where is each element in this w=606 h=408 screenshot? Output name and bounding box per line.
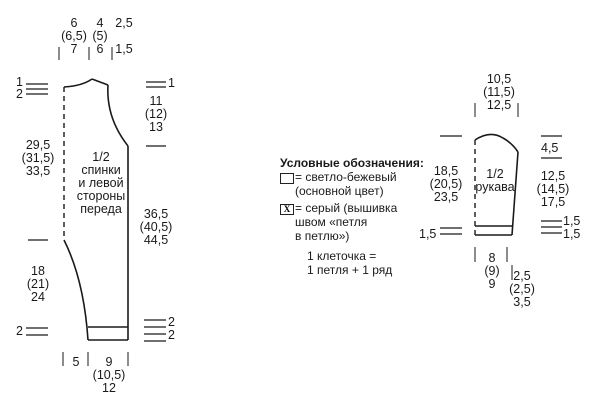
back-piece-label: 1/2 спинки и левой стороны переда	[76, 150, 126, 216]
back-left-ticks	[26, 83, 48, 336]
back-top-dim-a: 6 (6,5) 7	[61, 16, 87, 56]
legend-note: 1 клеточка = 1 петля + 1 ряд	[307, 249, 393, 277]
back-right-ticks	[144, 81, 166, 342]
sleeve-left-ticks	[440, 135, 462, 235]
sleeve-bottom-dim-b: 2,5 (2,5) 3,5	[509, 269, 535, 309]
sleeve-cap	[474, 133, 519, 153]
back-shoulder	[91, 78, 109, 86]
back-armhole	[107, 84, 129, 147]
legend-item-beige: = светло-бежевый (основной цвет)	[295, 170, 397, 198]
sleeve-right-cap: 4,5	[541, 141, 559, 155]
sleeve-top-dim: 10,5 (11,5) 12,5	[483, 72, 515, 112]
legend-swatch-beige	[280, 173, 294, 184]
sleeve-bottom-ticks	[474, 247, 513, 280]
back-top-dim-c: 2,5 1,5	[115, 16, 133, 56]
sleeve-left-cuff: 1,5	[419, 227, 437, 241]
sleeve-right-cuff2: 1,5	[563, 227, 581, 241]
back-right-armhole: 11 (12) 13	[144, 94, 168, 134]
sleeve-bottom-dim-a: 8 (9) 9	[484, 251, 500, 291]
back-right-bottom2: 2	[168, 328, 175, 342]
back-right-side: 36,5 (40,5) 44,5	[139, 207, 173, 247]
back-left-row2: 2	[16, 87, 23, 101]
back-bottom-ticks	[62, 352, 129, 366]
back-front-curve	[63, 239, 89, 341]
sleeve-outline	[474, 133, 519, 236]
sleeve-right-cuff1: 1,5	[563, 214, 581, 228]
sleeve-right-ticks	[541, 135, 562, 234]
back-bottom-dim-b: 9 (10,5) 12	[92, 355, 126, 395]
back-piece-outline	[63, 78, 129, 341]
sleeve-right-length: 12,5 (14,5) 17,5	[536, 169, 570, 209]
sleeve-left-length: 18,5 (20,5) 23,5	[429, 164, 463, 204]
back-left-hip: 18 (21) 24	[26, 264, 50, 304]
back-left-length: 29,5 (31,5) 33,5	[21, 138, 55, 178]
legend-swatch-grey: X	[280, 204, 294, 215]
back-top-ticks	[58, 47, 113, 60]
back-bottom-dim-a: 5	[72, 355, 80, 369]
back-right-bottom1: 2	[168, 315, 175, 329]
legend-title: Условные обозначения:	[280, 156, 424, 170]
sleeve-side	[511, 151, 519, 236]
sleeve-top-ticks	[474, 103, 519, 117]
back-left-row1: 1	[16, 75, 23, 89]
back-neckline	[63, 78, 93, 88]
sleeve-piece-label: 1/2 рукава	[475, 167, 515, 194]
legend-item-grey: = серый (вышивка швом «петля в петлю»)	[295, 201, 398, 243]
back-left-bottom: 2	[16, 324, 23, 338]
back-right-row1: 1	[168, 76, 175, 90]
back-top-dim-b: 4 (5) 6	[92, 16, 108, 56]
